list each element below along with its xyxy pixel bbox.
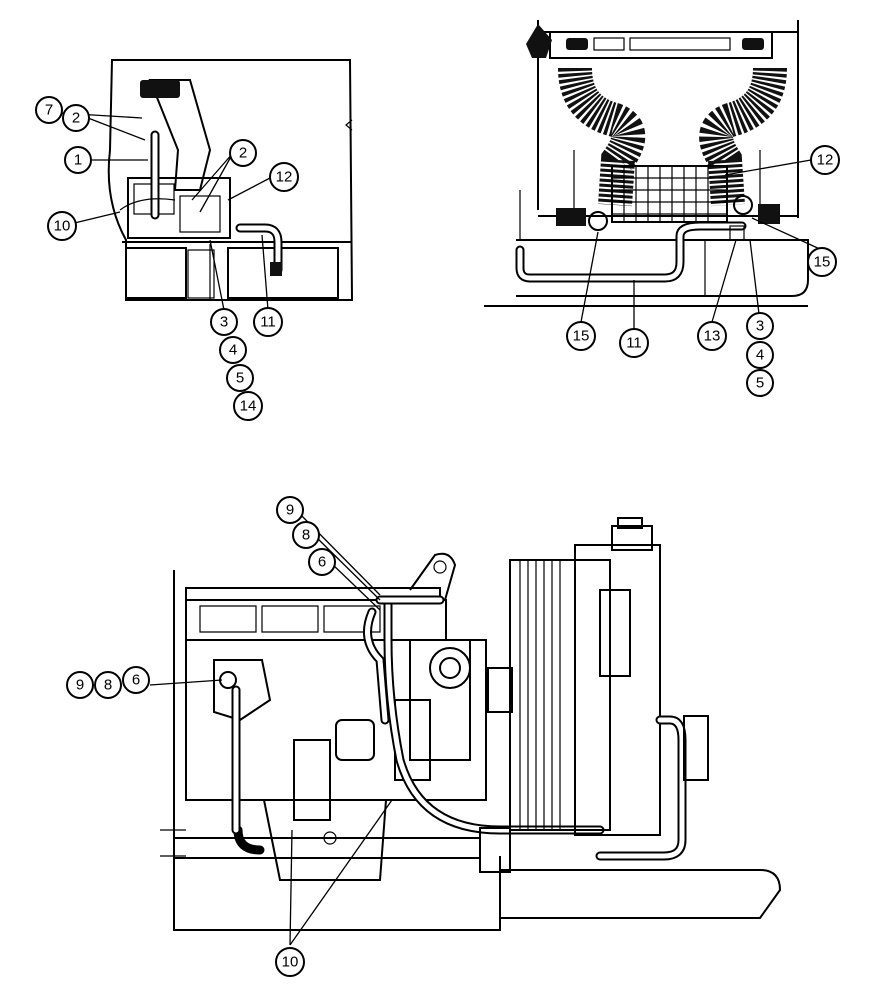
- callout-15-left: 15: [566, 321, 596, 351]
- svg-text:1: 1: [74, 152, 82, 169]
- svg-text:6: 6: [132, 672, 140, 689]
- svg-text:8: 8: [104, 677, 112, 694]
- callout-6-side: 6: [122, 666, 150, 694]
- svg-text:2: 2: [239, 145, 247, 162]
- svg-text:7: 7: [45, 102, 53, 119]
- svg-text:15: 15: [573, 328, 590, 345]
- callout-7: 7: [35, 96, 63, 124]
- cab-rear-view: [484, 20, 809, 307]
- callout-3-left: 3: [210, 308, 238, 336]
- callout-13: 13: [697, 321, 727, 351]
- callout-4-left: 4: [219, 336, 247, 364]
- callout-11-left: 11: [253, 307, 283, 337]
- callout-9-side: 9: [66, 671, 94, 699]
- svg-text:14: 14: [240, 398, 257, 415]
- svg-text:15: 15: [814, 254, 831, 271]
- svg-text:5: 5: [756, 375, 764, 392]
- callout-5-right: 5: [746, 369, 774, 397]
- svg-text:6: 6: [318, 554, 326, 571]
- svg-text:5: 5: [236, 370, 244, 387]
- callout-3-right: 3: [746, 312, 774, 340]
- svg-text:4: 4: [229, 342, 237, 359]
- callout-10-left: 10: [47, 211, 77, 241]
- svg-text:10: 10: [282, 954, 299, 971]
- svg-text:9: 9: [76, 677, 84, 694]
- svg-text:10: 10: [54, 218, 71, 235]
- svg-text:3: 3: [220, 314, 228, 331]
- callout-11-right: 11: [619, 328, 649, 358]
- callout-8-side: 8: [94, 671, 122, 699]
- cab-side-view: [107, 59, 354, 301]
- svg-text:2: 2: [72, 110, 80, 127]
- callout-4-right: 4: [746, 341, 774, 369]
- callout-2-right: 2: [229, 139, 257, 167]
- svg-text:11: 11: [626, 335, 642, 352]
- svg-text:13: 13: [704, 328, 721, 345]
- callout-5-left: 5: [226, 364, 254, 392]
- callout-2-left: 2: [62, 104, 90, 132]
- svg-text:4: 4: [756, 347, 764, 364]
- callout-10-bottom: 10: [275, 947, 305, 977]
- callout-1: 1: [64, 146, 92, 174]
- callout-12-left: 12: [269, 162, 299, 192]
- svg-text:12: 12: [817, 152, 834, 169]
- callout-15-right: 15: [807, 247, 837, 277]
- callout-6-top: 6: [308, 548, 336, 576]
- engine-side-view: [160, 517, 782, 931]
- callout-8-top: 8: [292, 521, 320, 549]
- callout-12-right: 12: [810, 145, 840, 175]
- svg-text:11: 11: [260, 314, 276, 331]
- svg-text:8: 8: [302, 527, 310, 544]
- svg-text:3: 3: [756, 318, 764, 335]
- callout-9-top: 9: [276, 496, 304, 524]
- svg-text:12: 12: [276, 169, 293, 186]
- svg-text:9: 9: [286, 502, 294, 519]
- callout-14: 14: [233, 391, 263, 421]
